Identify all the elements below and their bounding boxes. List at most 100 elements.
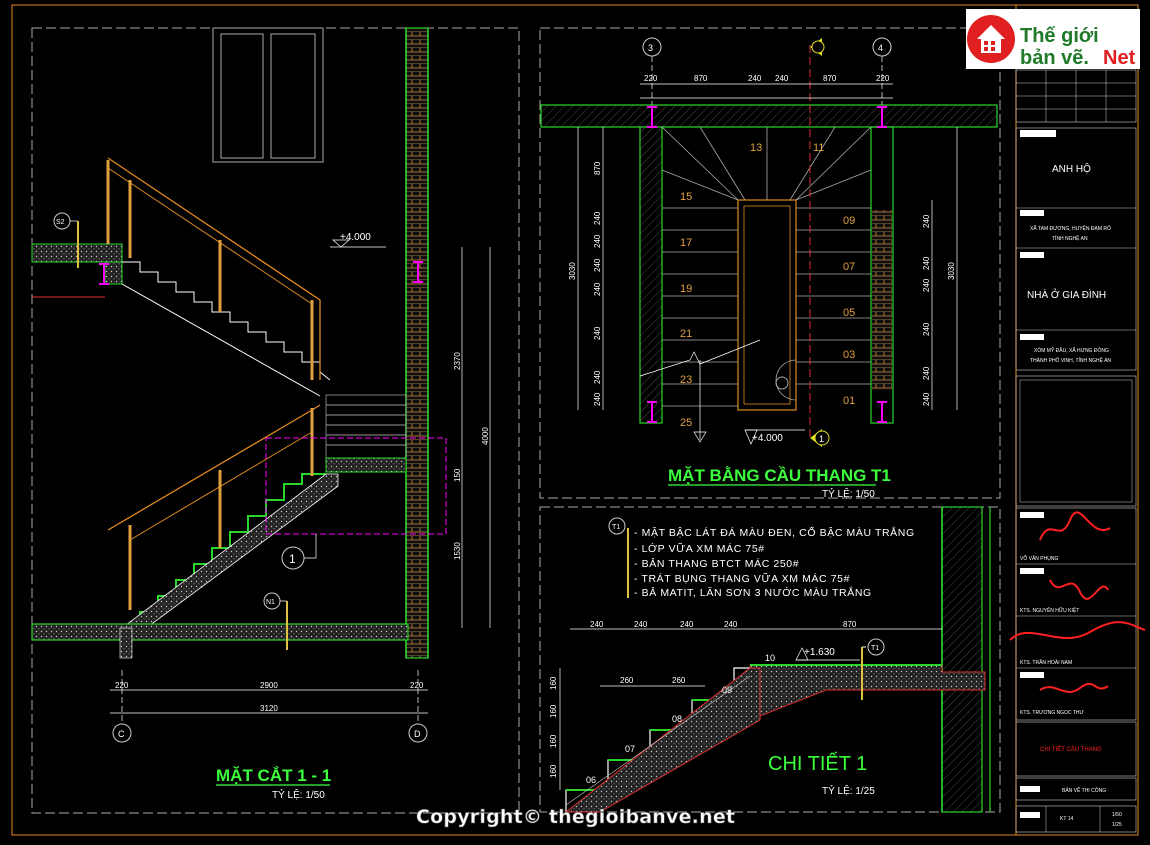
detail-level-tag: +1.630 [804,647,835,658]
plan-dim-right-1: 240 [922,214,931,228]
plan-dim-top-3: 240 [748,74,762,83]
plan-dim-left-6: 240 [593,326,602,340]
detail-step-09: 09 [722,685,732,695]
section-axis-d: D [414,729,421,739]
tb-phase: BẢN VẼ THI CÔNG [1062,787,1106,794]
plan-dim-right-5: 240 [922,366,931,380]
plan-dim-top-1: 220 [644,74,658,83]
frame-detail [539,506,1001,813]
plan-step-23: 23 [680,374,692,386]
plan-dim-left-2: 240 [593,211,602,225]
plan-scale: TỶ LỆ: 1/50 [822,487,875,500]
section-dim-right-3: 1530 [453,542,462,560]
plan-step-15: 15 [680,191,692,203]
tb-scale-2: 1/25 [1112,822,1122,828]
plan-level-tag: +4.000 [752,433,783,444]
section-title: MẶT CẮT 1 - 1 [216,766,331,785]
site-logo: Thế giới bản vẽ. Net [966,9,1140,69]
plan-step-19: 19 [680,283,692,295]
section-scale: TỶ LỆ: 1/50 [272,788,325,801]
plan-step-17: 17 [680,237,692,249]
plan-step-13: 13 [750,142,762,154]
detail-dim-top-4: 240 [724,620,738,629]
section-tag-n1: N1 [266,599,275,606]
plan-section-mark: 1 [819,434,824,444]
plan-dim-left-4: 240 [593,258,602,272]
section-level-tag: +4.000 [340,232,371,243]
detail-dim-top-2: 240 [634,620,648,629]
section-dim-right-1: 2370 [453,352,462,370]
tb-project: NHÀ Ở GIA ĐÌNH [1027,288,1106,301]
detail-note-2: - LỚP VỮA XM MÁC 75# [634,542,765,555]
detail-title: CHI TIẾT 1 [768,752,867,775]
detail-dim-riser-2: 160 [549,704,558,718]
plan-dim-right-total: 3030 [947,262,956,280]
plan-step-05: 05 [843,307,855,319]
title-block: ANH HỘ XÃ TAM ĐƯƠNG, HUYỆN ĐAM RÔ TỈNH N… [1009,4,1146,836]
detail-step-06: 06 [586,775,596,785]
logo-line2: bản vẽ. [1020,47,1089,69]
plan-step-07: 07 [843,261,855,273]
logo-line1: Thế giới [1020,25,1099,47]
detail-dim-top-6: 870 [843,620,857,629]
section-view: +4.000 2370 150 1530 4000 220 2900 220 3… [31,27,491,801]
tb-sheet: KT 14 [1060,816,1073,822]
plan-dim-left-7: 240 [593,370,602,384]
plan-dim-left-total: 3030 [568,262,577,280]
tb-location1: XÓM MỸ ĐẦU, XÃ HƯNG ĐÔNG [1034,347,1109,354]
detail-note-1: - MẶT BẬC LÁT ĐÁ MÀU ĐEN, CỔ BẬC MÀU TRẮ… [634,526,915,539]
detail-tag-t1-b: T1 [871,645,879,652]
plan-dim-right-4: 240 [922,322,931,336]
section-dim-bottom-1: 220 [115,681,129,690]
plan-title: MẶT BẰNG CẦU THANG T1 [668,466,891,485]
frame-plan [539,27,1001,499]
plan-dim-right-3: 240 [922,278,931,292]
plan-step-25: 25 [680,417,692,429]
section-tag-1: 1 [289,552,296,566]
plan-step-01: 01 [843,395,855,407]
plan-dim-right-2: 240 [922,256,931,270]
detail-dim-riser-3: 160 [549,734,558,748]
section-dim-right-2: 150 [453,468,462,482]
house-logo-icon: Thế giới bản vẽ. Net [967,15,1136,69]
plan-dim-top-5: 870 [823,74,837,83]
detail-dim-top-3: 240 [680,620,694,629]
logo-net: Net [1103,47,1136,69]
detail-dim-top-1: 240 [590,620,604,629]
section-dim-total: 3120 [260,704,278,713]
detail-dim-tread-2: 260 [672,676,686,685]
plan-dim-right-6: 240 [922,392,931,406]
tb-address2: TỈNH NGHỆ AN [1052,234,1088,242]
detail-dim-riser-1: 160 [549,676,558,690]
detail-step-10: 10 [765,653,775,663]
section-dim-height: 4000 [481,427,490,445]
tb-scale-1: 1/50 [1112,812,1122,818]
detail-step-07: 07 [625,744,635,754]
plan-dim-left-3: 240 [593,234,602,248]
detail-note-4: - TRÁT BỤNG THANG VỮA XM MÁC 75# [634,572,850,585]
detail-dim-tread-1: 260 [620,676,634,685]
detail-note-3: - BẢN THANG BTCT MÁC 250# [634,557,799,570]
tb-owner: ANH HỘ [1052,162,1091,175]
detail-note-5: - BẢ MATIT, LĂN SƠN 3 NƯỚC MÀU TRẮNG [634,586,872,599]
tb-address1: XÃ TAM ĐƯƠNG, HUYỆN ĐAM RÔ [1030,224,1111,232]
detail-view: 240 240 240 240 240 870 260 260 160 160 … [549,506,991,813]
section-dim-bottom-2: 2900 [260,681,278,690]
detail-dim-riser-4: 160 [549,764,558,778]
plan-dim-top-4: 240 [775,74,789,83]
detail-step-08: 08 [672,714,682,724]
plan-axis-4: 4 [878,43,883,53]
tb-person3: KTS. TRẦN HOÀI NAM [1020,659,1072,666]
plan-dim-top-2: 870 [694,74,708,83]
tb-person2: KTS. NGUYỄN HỮU KIỆT [1020,606,1079,614]
plan-step-21: 21 [680,328,692,340]
plan-dim-top-6: 220 [876,74,890,83]
plan-step-09: 09 [843,215,855,227]
plan-step-03: 03 [843,349,855,361]
detail-scale: TỶ LỆ: 1/25 [822,784,875,797]
section-dim-bottom-3: 220 [410,681,424,690]
plan-step-11: 11 [813,142,824,154]
plan-dim-left-1: 870 [593,161,602,175]
frame-section [31,27,520,814]
